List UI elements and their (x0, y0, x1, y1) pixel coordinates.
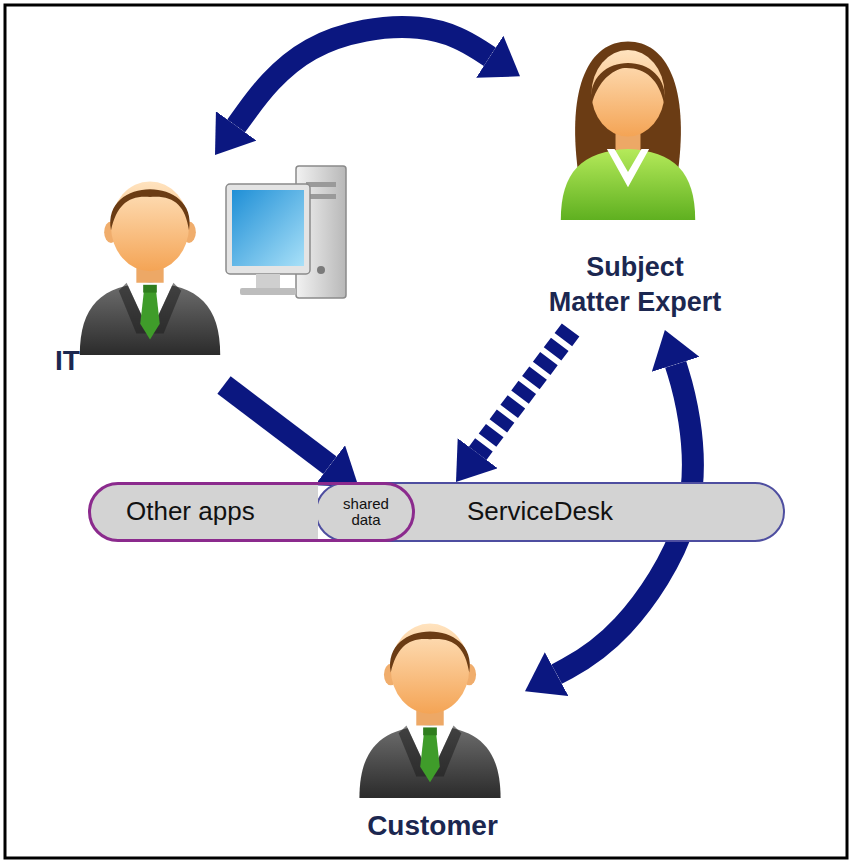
expert-person-icon (561, 41, 695, 220)
node-label: IT (55, 343, 80, 379)
person-node: Customer (340, 598, 525, 850)
it-person-icon (80, 181, 220, 355)
flow-arrow (236, 27, 490, 126)
shared-data-lens: shared data (320, 487, 412, 537)
dashed-arrow (478, 330, 571, 453)
app-band: shared data Other apps (88, 482, 415, 542)
frame (5, 5, 847, 858)
node-label: Other apps (126, 495, 255, 529)
node-label: shared data (335, 496, 397, 528)
flow-arrow (224, 385, 330, 465)
node-label: ServiceDesk (467, 495, 613, 529)
customer-person-icon (359, 624, 500, 798)
person-node: Subject Matter Expert (520, 28, 750, 330)
node-label: Customer (367, 808, 498, 844)
person-node: IT (50, 155, 350, 385)
node-label: Subject Matter Expert (545, 250, 725, 320)
computer-icon (226, 166, 346, 298)
